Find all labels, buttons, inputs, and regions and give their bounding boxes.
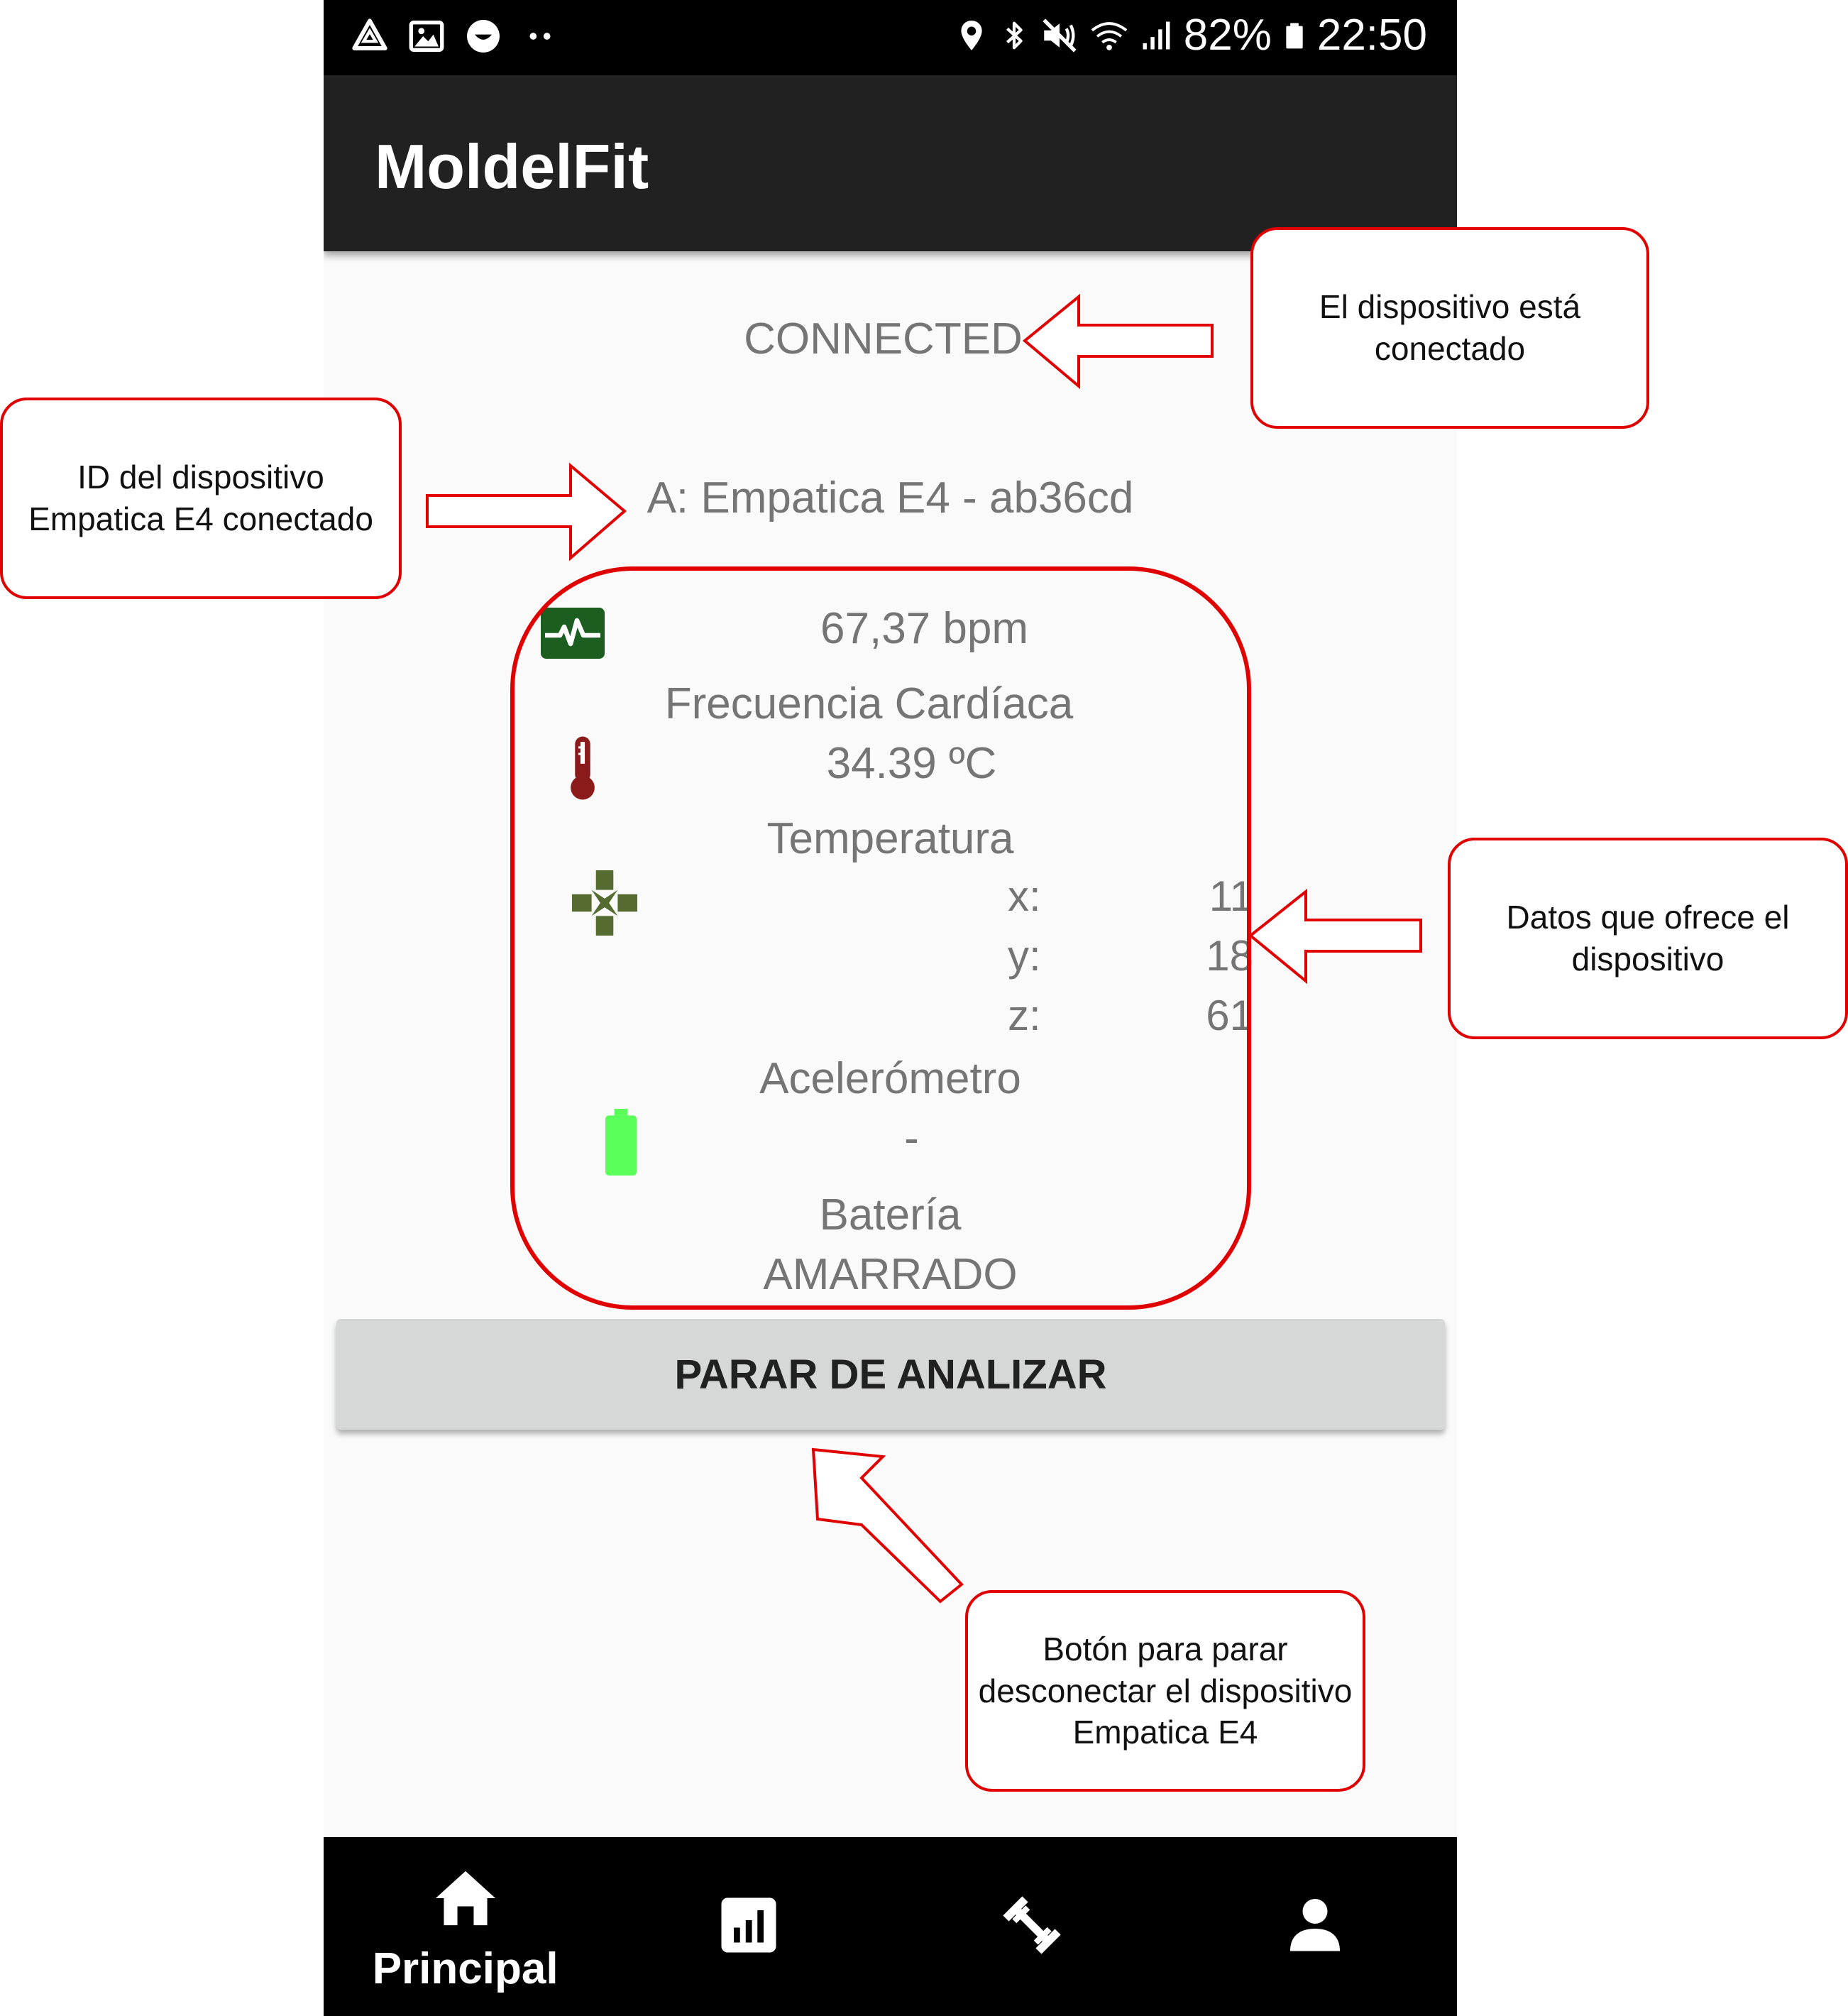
wifi-icon — [1091, 21, 1128, 50]
heart-rate-icon — [541, 608, 605, 659]
battery-percent: 82% — [1183, 11, 1272, 60]
bluetooth-icon — [1006, 21, 1023, 49]
signal-icon — [1143, 21, 1170, 49]
temperature-label: Temperatura — [766, 814, 1014, 863]
battery-icon — [1286, 23, 1303, 48]
bottom-navigation: Principal — [324, 1837, 1457, 2016]
nav-label-principal: Principal — [372, 1944, 559, 1993]
person-icon — [1290, 1899, 1341, 1951]
drive-icon — [352, 18, 387, 50]
accel-x-value: 11 — [1209, 872, 1253, 920]
face-icon — [467, 20, 500, 53]
stop-analyzing-button[interactable]: PARAR DE ANALIZAR — [336, 1319, 1445, 1430]
wrist-status: AMARRADO — [763, 1250, 1018, 1299]
connection-status: CONNECTED — [744, 314, 1023, 363]
temperature-value: 34.39 ºC — [826, 739, 997, 788]
app-bar: MoldelFit — [324, 75, 1457, 251]
app-title: MoldelFit — [375, 131, 649, 202]
stats-icon — [721, 1897, 776, 1953]
callout-connected: El dispositivo está conectado — [1250, 227, 1649, 429]
nav-item-training[interactable] — [891, 1837, 1174, 2016]
status-bar-right: 82% 22:50 — [954, 10, 1427, 60]
accelerometer-label: Acelerómetro — [759, 1054, 1021, 1103]
more-dots-icon — [529, 33, 551, 40]
callout-button: Botón para parar desconectar el disposit… — [965, 1590, 1365, 1792]
callout-device-id: ID del dispositivo Empatica E4 conectado — [0, 398, 402, 599]
gallery-icon — [409, 21, 444, 52]
heart-rate-label: Frecuencia Cardíaca — [664, 679, 1074, 728]
dumbbell-icon — [1003, 1896, 1061, 1954]
device-id: A: Empatica E4 - ab36cd — [647, 473, 1134, 522]
nav-item-profile[interactable] — [1174, 1837, 1457, 2016]
accelerometer-icon — [572, 870, 637, 936]
accel-z-value: 61 — [1206, 992, 1253, 1039]
accel-z-label: z: — [1008, 992, 1041, 1039]
home-icon — [435, 1870, 495, 1926]
callout-data: Datos que ofrece el dispositivo — [1448, 838, 1848, 1039]
mute-icon — [1043, 18, 1077, 53]
status-bar-left — [349, 14, 561, 58]
accel-x-label: x: — [1008, 872, 1041, 920]
status-bar: 82% 22:50 — [324, 0, 1457, 75]
accel-y-value: 18 — [1206, 932, 1253, 980]
heart-rate-value: 67,37 bpm — [820, 604, 1028, 653]
accel-y-label: y: — [1008, 932, 1041, 980]
location-icon — [961, 20, 982, 50]
device-battery-label: Batería — [819, 1190, 962, 1239]
device-battery-value: - — [904, 1114, 919, 1163]
clock: 22:50 — [1316, 11, 1427, 60]
nav-item-principal[interactable]: Principal — [324, 1837, 607, 2016]
nav-item-stats[interactable] — [607, 1837, 890, 2016]
